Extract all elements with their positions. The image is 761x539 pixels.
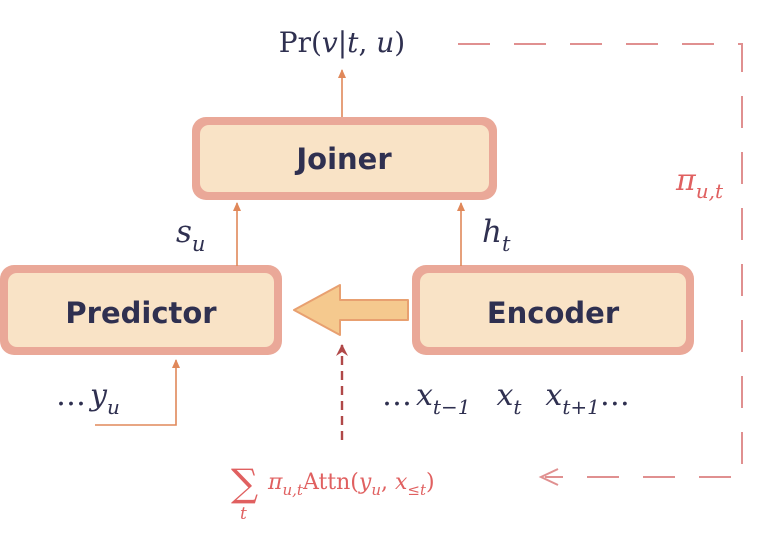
encoder-to-predictor-block-arrow bbox=[293, 284, 409, 336]
attention-formula: ∑ t πu,tAttn(yu, x≤t) bbox=[231, 461, 435, 524]
encoder-node: Encoder bbox=[412, 265, 694, 355]
alignment-pi-label: πu,t bbox=[675, 163, 724, 203]
predictor-state-label: su bbox=[176, 214, 205, 256]
svg-text:t: t bbox=[240, 504, 247, 524]
encoder-label: Encoder bbox=[487, 296, 620, 330]
encoder-state-label: ht bbox=[482, 214, 511, 256]
joiner-label: Joiner bbox=[294, 142, 392, 176]
svg-text:πu,tAttn(yu, x≤t): πu,tAttn(yu, x≤t) bbox=[267, 470, 435, 499]
joiner-node: Joiner bbox=[192, 117, 497, 200]
predictor-input-label: …yu bbox=[56, 378, 120, 419]
predictor-label: Predictor bbox=[65, 296, 217, 330]
alignment-feedback-arrowhead bbox=[538, 468, 559, 486]
output-probability-label: Pr(v|t, u) bbox=[279, 26, 405, 59]
predictor-input-arrow bbox=[95, 359, 180, 426]
predictor-node: Predictor bbox=[0, 265, 282, 355]
svg-text:∑: ∑ bbox=[231, 461, 258, 505]
alignment-feedback-dashed-path bbox=[458, 43, 743, 478]
